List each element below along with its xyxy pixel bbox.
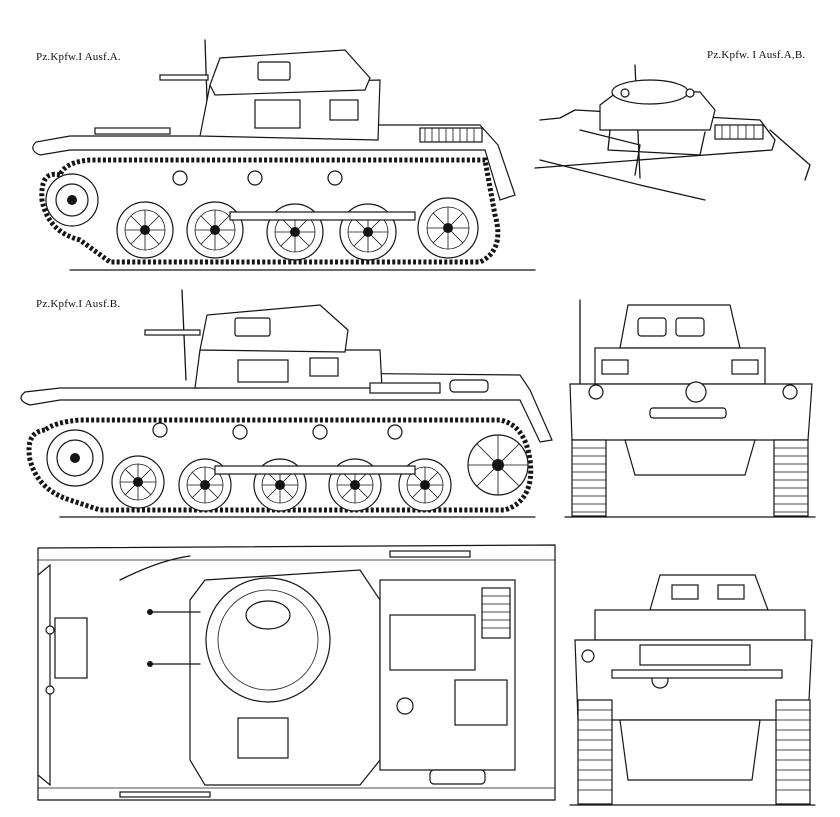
right-track-rear (775, 699, 811, 805)
turret-rear (649, 574, 769, 611)
suspension-beam-b (214, 465, 416, 475)
return-roller-1-a (172, 170, 188, 186)
right-track-front (773, 439, 809, 517)
turret-hatch-top (245, 600, 291, 630)
right-vision-block-front (675, 317, 705, 337)
engine-grill-a (419, 127, 483, 143)
hull-hatch-top (237, 717, 289, 759)
track-b (26, 417, 534, 513)
hull-outline-perspective (534, 109, 776, 169)
lower-hull-rear (619, 719, 761, 781)
engine-hatch-top (389, 614, 476, 671)
label-perspective-view: Pz.Kpfw. I Ausf.A,B. (707, 49, 806, 61)
turret-top (205, 577, 331, 703)
machine-gun-a (159, 74, 209, 81)
hull-a (32, 124, 516, 201)
engine-deck-b (369, 382, 441, 394)
side-hatch-a (329, 99, 359, 121)
turret-b (199, 304, 349, 353)
engine-deck-rear (639, 644, 751, 666)
suspension-beam-a (229, 211, 416, 221)
track-a (39, 157, 501, 265)
hull-hatch-a (254, 99, 301, 129)
label-side-view-ausf-b: Pz.Kpfw.I Ausf.B. (36, 298, 121, 310)
engine-deck-perspective (714, 124, 764, 140)
engine-access-top (454, 679, 508, 726)
superstructure-rear (594, 609, 806, 641)
return-roller-2-a (247, 170, 263, 186)
lower-glacis-front (624, 439, 756, 476)
headlight-front (685, 381, 707, 403)
return-roller-1-b (152, 422, 168, 438)
left-track-rear (577, 699, 613, 805)
label-side-view-ausf-a: Pz.Kpfw.I Ausf.A. (36, 51, 121, 63)
fuel-cap-top (396, 697, 414, 715)
return-roller-4-b (387, 424, 403, 440)
muffler-rear (611, 669, 783, 679)
turret-vision-port-b (234, 317, 271, 337)
return-roller-3-a (327, 170, 343, 186)
fender-tools-a (94, 127, 171, 135)
left-vision-block-front (637, 317, 667, 337)
hull-hatch-b (237, 359, 289, 383)
machine-gun-b (144, 329, 201, 336)
tow-bar-front (649, 407, 727, 419)
exhaust-top (429, 769, 486, 785)
driver-plate-top (54, 617, 88, 679)
return-roller-3-b (312, 424, 328, 440)
left-track-front (571, 439, 607, 517)
side-hatch-b (309, 357, 339, 377)
return-roller-2-b (232, 424, 248, 440)
turret-vision-port-a (257, 61, 291, 81)
muffler-b (449, 379, 489, 393)
front-plate-top (37, 563, 51, 787)
